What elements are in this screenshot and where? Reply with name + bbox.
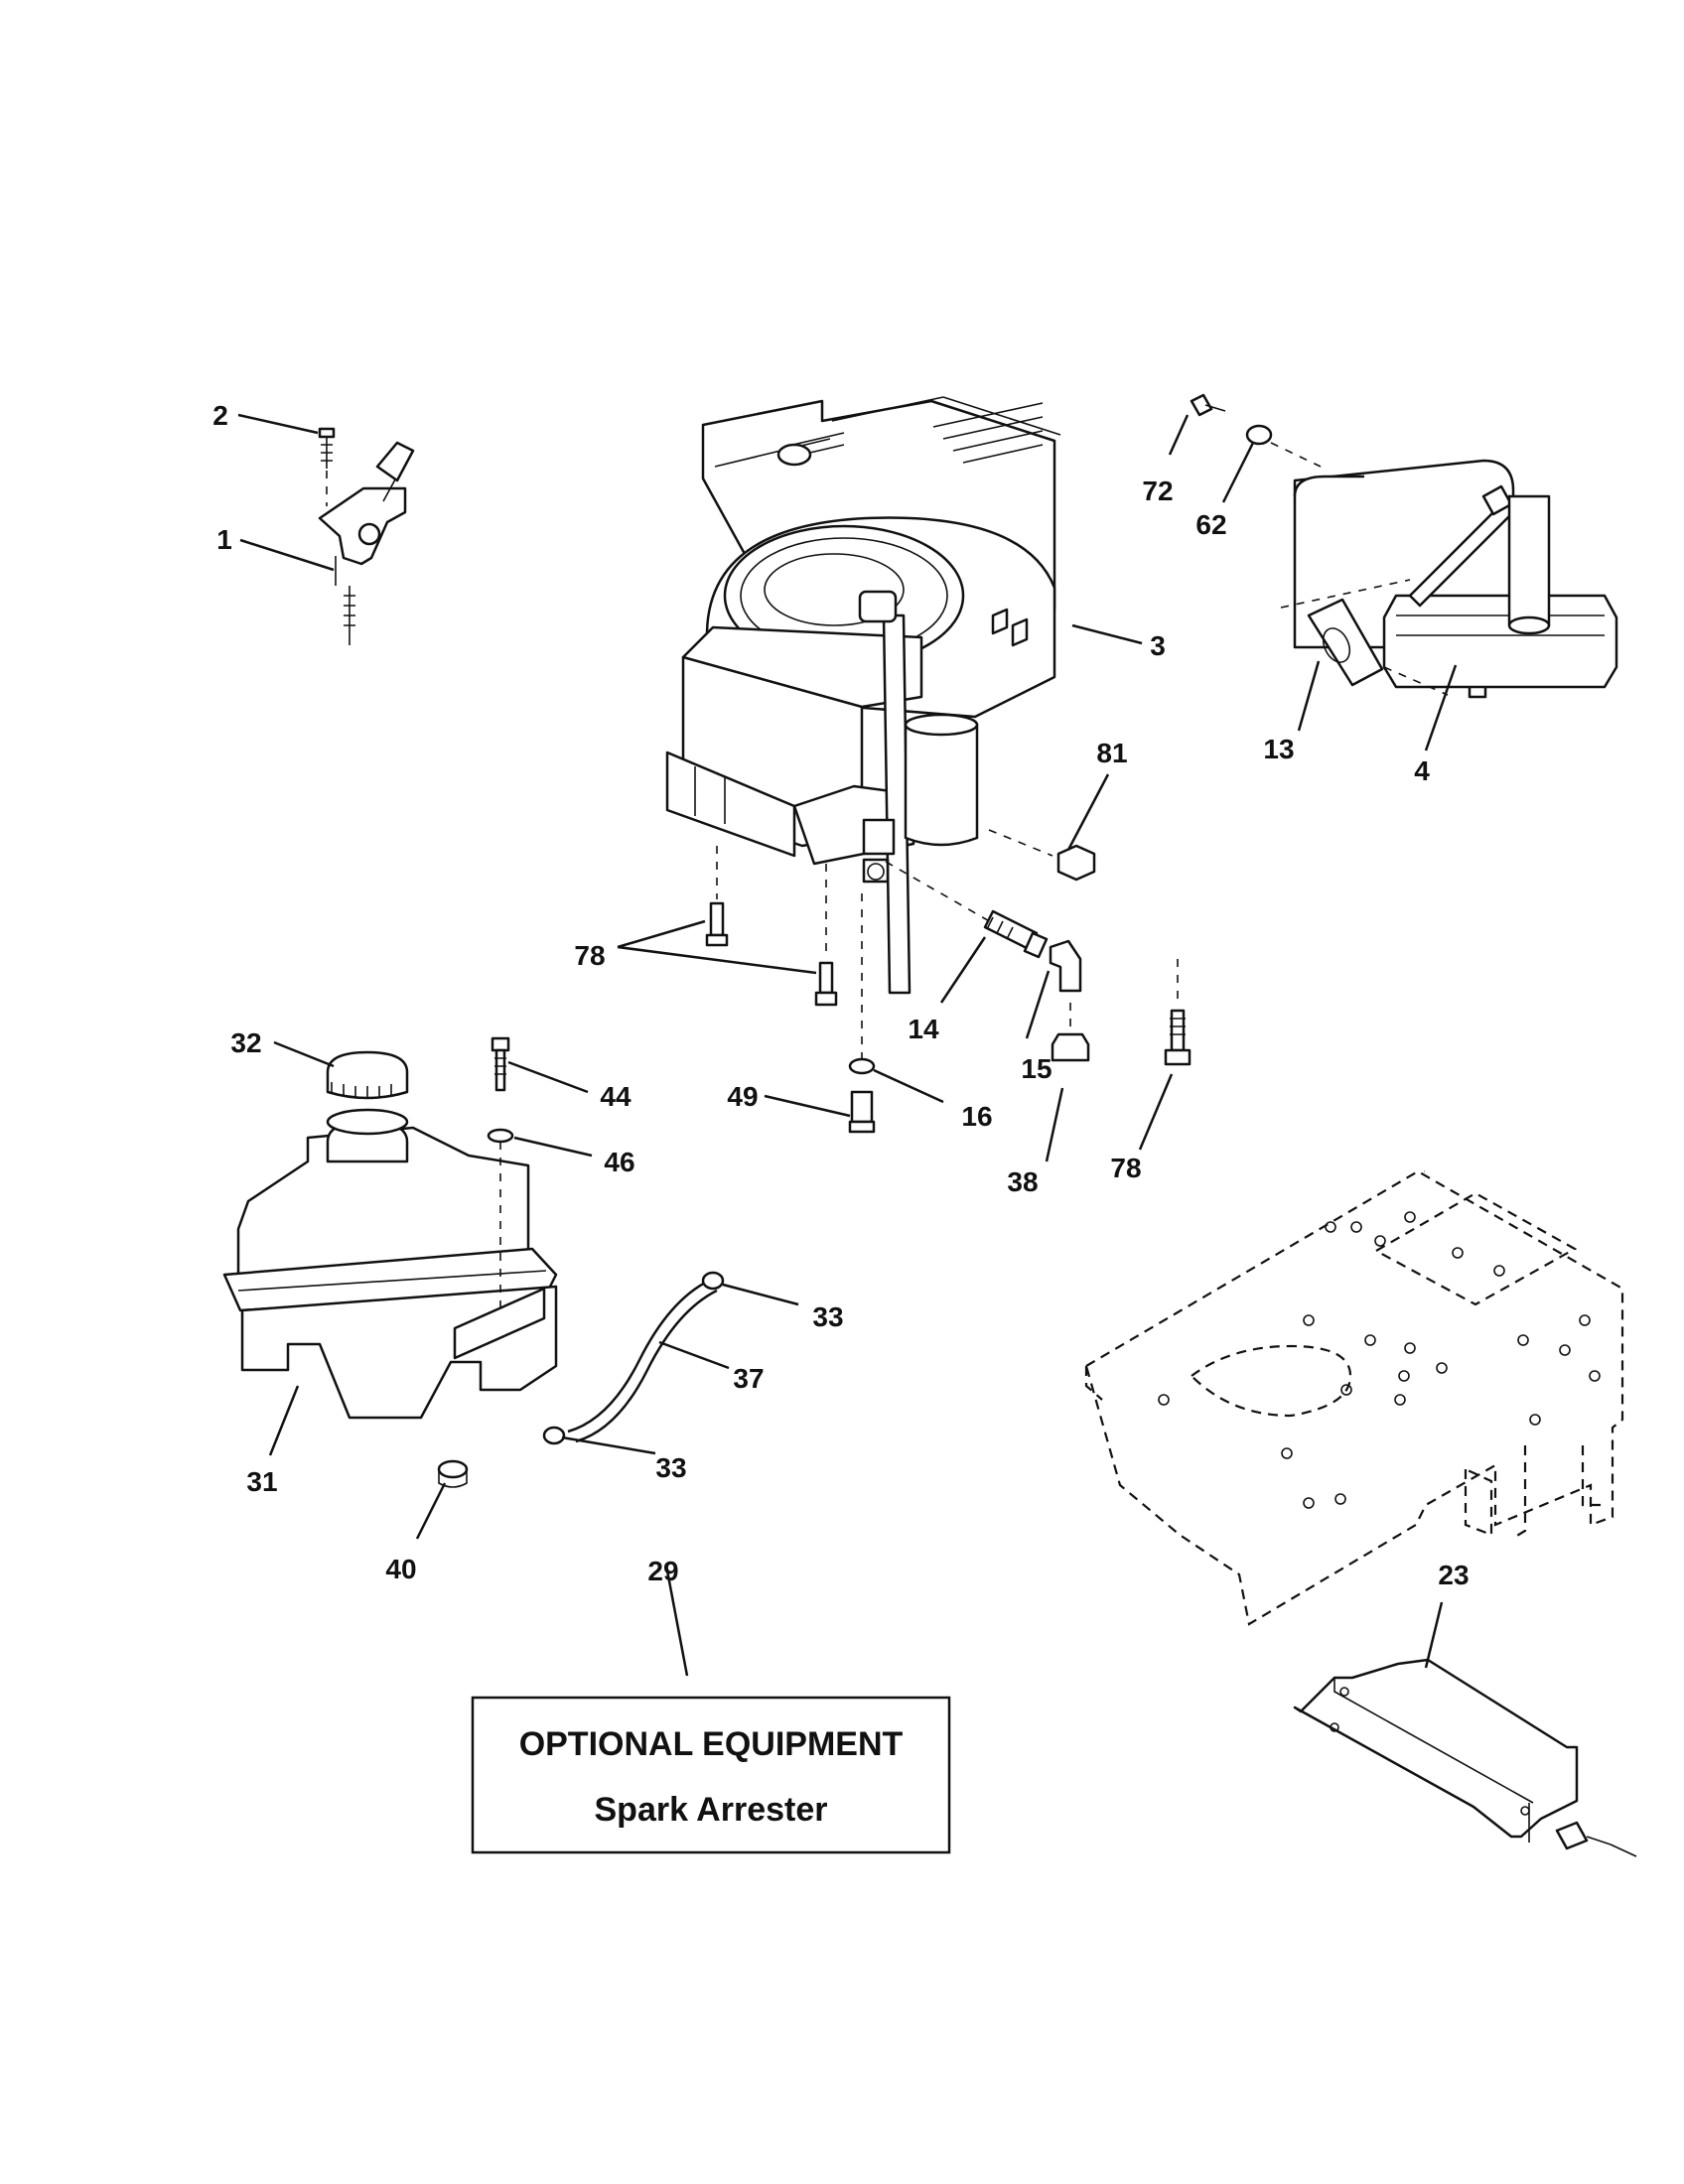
callout-33-top: 33 <box>812 1301 843 1332</box>
exhaust-gasket-part <box>1280 579 1449 696</box>
callout-38: 38 <box>1007 1166 1038 1197</box>
fuel-tank-part <box>222 1050 558 1420</box>
callout-16: 16 <box>961 1101 992 1132</box>
callout-62: 62 <box>1195 509 1226 540</box>
engine-mount-bolts-part <box>705 846 838 1007</box>
callout-78-right: 78 <box>1110 1153 1141 1183</box>
muffler-part <box>1293 459 1618 699</box>
callout-32: 32 <box>230 1027 261 1058</box>
callout-72: 72 <box>1142 476 1173 506</box>
heat-shield-part <box>1293 1658 1637 1857</box>
muffler-bolt-part <box>1190 393 1322 468</box>
nut-part <box>988 829 1096 882</box>
callout-13: 13 <box>1263 734 1294 764</box>
callout-15: 15 <box>1021 1053 1052 1084</box>
callout-33-bottom: 33 <box>655 1452 686 1483</box>
callout-3: 3 <box>1150 630 1166 661</box>
callout-23: 23 <box>1438 1560 1469 1590</box>
throttle-control-part <box>318 427 415 645</box>
oil-drain-parts <box>885 861 1090 1062</box>
optional-equipment-subtitle: Spark Arrester <box>595 1791 828 1829</box>
callout-37: 37 <box>733 1363 764 1394</box>
tank-fastener-parts <box>437 1036 514 1488</box>
engine-part <box>665 396 1061 995</box>
callout-31: 31 <box>246 1466 277 1497</box>
callout-49: 49 <box>727 1081 758 1112</box>
bolt-part <box>1164 959 1192 1066</box>
callout-40: 40 <box>385 1554 416 1584</box>
callout-29: 29 <box>647 1556 678 1586</box>
fuel-line-part <box>542 1271 725 1445</box>
callout-78-left: 78 <box>574 940 605 971</box>
optional-equipment-box: OPTIONAL EQUIPMENT Spark Arrester <box>471 1696 951 1854</box>
drain-plug-part <box>848 893 876 1134</box>
callout-81: 81 <box>1096 738 1127 768</box>
callout-46: 46 <box>604 1147 634 1177</box>
callout-44: 44 <box>600 1081 632 1112</box>
callout-4: 4 <box>1414 755 1430 786</box>
callout-14: 14 <box>908 1014 939 1044</box>
optional-equipment-title: OPTIONAL EQUIPMENT <box>519 1725 904 1763</box>
callout-labels: 1 2 3 4 13 72 62 81 78 14 15 49 16 38 78… <box>212 400 1469 1590</box>
callout-2: 2 <box>212 400 228 431</box>
leader-lines <box>237 413 1458 1677</box>
callout-1: 1 <box>216 524 232 555</box>
frame-part <box>1084 1169 1624 1626</box>
